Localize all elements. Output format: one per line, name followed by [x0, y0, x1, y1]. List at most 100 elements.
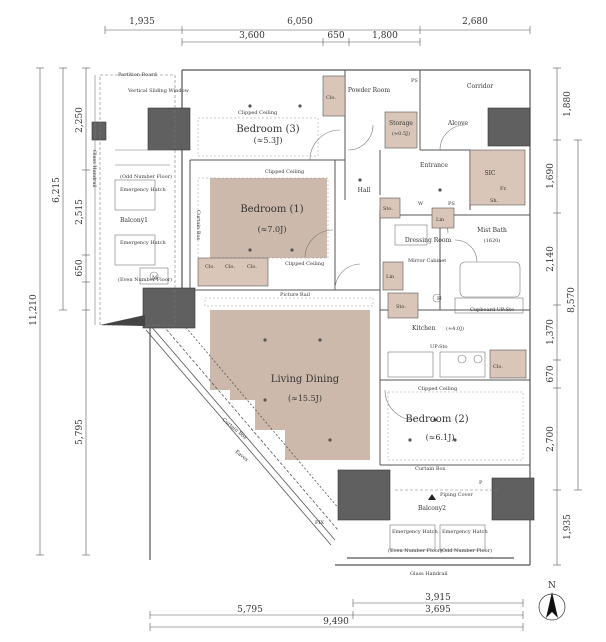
dim-top-4: 3,600 [239, 31, 265, 41]
bedroom1-label: Bedroom (1) [240, 204, 303, 215]
clipped-ceiling-b1b: Clipped Ceiling [285, 261, 325, 267]
clo-bedroom3 [322, 75, 346, 117]
north-arrow: N [538, 581, 566, 621]
lin-dressing [382, 261, 404, 291]
dim-right-7: 1,935 [563, 514, 573, 540]
clipped-ceiling-b3: Clipped Ceiling [238, 110, 278, 116]
sto-kitchen [387, 292, 419, 319]
dim-top-1: 1,935 [129, 17, 155, 27]
balcony2-arrow [428, 494, 436, 500]
ps-top-label: PS [411, 78, 418, 84]
dim-left-1: 2,250 [75, 107, 85, 133]
lin-dressing-label: Lin [386, 274, 395, 280]
dim-right-outer: 8,570 [567, 287, 577, 313]
kitchen-label: Kitchen [412, 325, 436, 332]
dim-left-mid: 6,215 [52, 177, 62, 203]
balcony1-label: Balcony1 [120, 217, 148, 224]
dim-left-outer: 11,210 [29, 294, 39, 326]
lin-bath-label: Lin [436, 217, 445, 223]
living-label: Living Dining [271, 374, 340, 385]
bedroom2-label: Bedroom (2) [405, 414, 468, 425]
sto-hall [379, 197, 401, 219]
emergency-hatch-b2b: Emergency Hatch [442, 529, 488, 535]
fix-label: FIX [315, 520, 324, 526]
m-label: M [152, 275, 157, 281]
room-labels: Bedroom (3) (≈5.3J) Bedroom (1) (≈7.0J) … [120, 83, 507, 512]
r-label: R [437, 296, 441, 302]
emergency-hatch-even: Emergency Hatch [120, 240, 166, 246]
clipped-ceiling-b1: Clipped Ceiling [265, 169, 305, 175]
partition-board-label: Partition Board [118, 72, 158, 78]
clipped-ceilings [197, 117, 524, 461]
column-w [142, 287, 196, 329]
mist-bath-sub: (1620) [484, 237, 501, 244]
kitchen-area: (≈4.0J) [446, 325, 464, 332]
even-floor-b2: (Even Number Floor) [388, 547, 442, 554]
dim-left-2: 2,515 [75, 199, 85, 225]
ceiling-lights [248, 104, 457, 442]
bedroom1-area: (≈7.0J) [258, 225, 287, 234]
dim-right-2: 1,690 [546, 163, 556, 189]
clipped-ceiling-b2: Clipped Ceiling [418, 386, 458, 392]
dressing-room-label: Dressing Room [405, 237, 452, 244]
balcony2-label: Balcony2 [418, 505, 446, 512]
highlighted-floor [210, 178, 370, 460]
sto-kitchen-label: Sto. [396, 304, 406, 310]
curtain-box-living: Curtain Box [221, 417, 248, 441]
walls [149, 69, 531, 566]
dim-right-4: 1,370 [546, 319, 556, 345]
dim-top-6: 1,800 [372, 31, 398, 41]
clo-b3-label: Clo. [326, 95, 336, 101]
bedroom3-label: Bedroom (3) [236, 124, 299, 135]
alcove-label: Alcove [447, 120, 469, 127]
north-arrow-icon [546, 592, 558, 618]
bedroom3-area: (≈5.3J) [254, 136, 283, 145]
bath-fixtures [387, 224, 524, 378]
picture-rail-label: Picture Rail [280, 292, 310, 298]
dim-right-5: 670 [546, 365, 556, 382]
emergency-hatch-odd: Emergency Hatch [120, 187, 166, 193]
storage-box [384, 111, 418, 149]
column-ne [487, 107, 531, 147]
dim-right-3: 2,140 [546, 246, 556, 272]
storage-label: Storage [389, 120, 413, 127]
living-area: (≈15.5J) [288, 394, 322, 403]
clo-bedroom1 [197, 257, 269, 287]
storage-area: (≈0.5J) [392, 130, 410, 137]
closets [197, 75, 527, 379]
dimension-lines [36, 26, 582, 631]
clo-b2-label: Clo. [493, 364, 503, 370]
north-label: N [548, 581, 556, 591]
diagonal-facade [145, 317, 341, 546]
dim-left-3: 650 [75, 259, 85, 276]
sh-label: Sh. [490, 198, 499, 204]
curtain-box-b2: Curtain Box [415, 466, 446, 472]
clo-b1-label-a: Clo. [205, 264, 215, 270]
column-sw [337, 469, 391, 521]
balcony2-area [389, 489, 500, 551]
balcony1-step [100, 315, 145, 326]
column-nw [147, 107, 191, 151]
corridor-label: Corridor [467, 83, 493, 90]
columns [91, 107, 535, 521]
hall-label: Hall [358, 187, 371, 194]
column-se [491, 477, 535, 521]
dim-top-5: 650 [327, 31, 344, 41]
w-label: W [418, 201, 424, 207]
dim-bottom-1: 3,915 [425, 593, 451, 603]
dim-bottom-2: 5,795 [237, 605, 263, 615]
powder-room-label: Powder Room [348, 87, 390, 94]
clo-bedroom2 [489, 349, 527, 379]
fr-label: Fr. [500, 186, 507, 192]
clo-b1-label-c: Clo. [247, 264, 257, 270]
lin-bath [431, 207, 455, 229]
dim-top-2: 6,050 [287, 17, 313, 27]
ps-mid-label: PS [448, 201, 455, 207]
dim-top-3: 2,680 [462, 17, 488, 27]
eaves-label: Eaves [234, 449, 250, 464]
clo-b1-label-b: Clo. [225, 264, 235, 270]
odd-floor-label: (Odd Number Floor) [120, 173, 172, 180]
mist-bath-label: Mist Bath [477, 227, 507, 234]
sto-hall-label: Sto. [383, 206, 393, 212]
dim-right-6: 2,700 [546, 426, 556, 452]
